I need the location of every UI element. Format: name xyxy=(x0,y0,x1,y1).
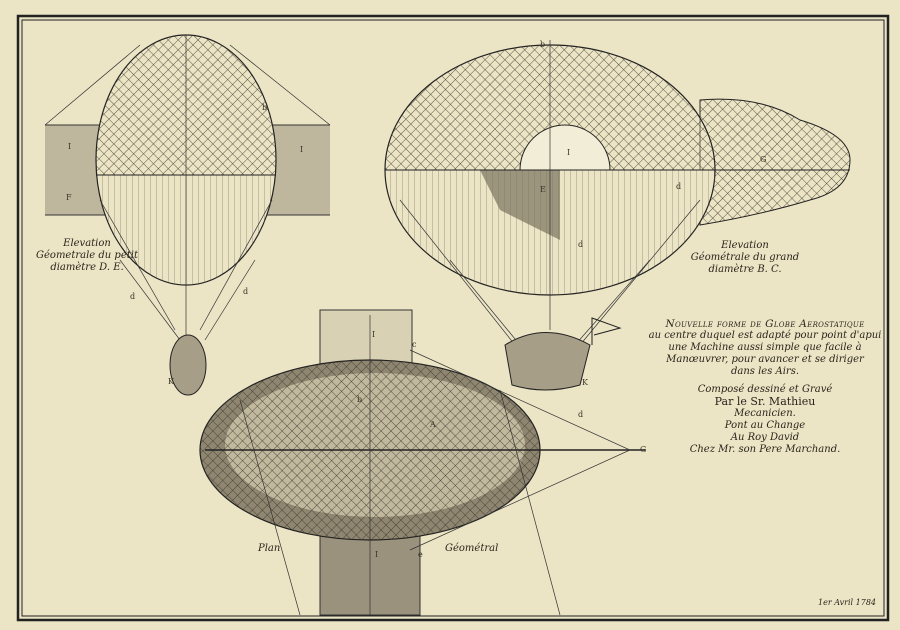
letter-label: K xyxy=(168,377,174,386)
left-caption: Elevation Géometrale du petit diamètre D… xyxy=(22,238,152,274)
caption-line: Elevation xyxy=(721,240,769,251)
plan-caption-left: Plan xyxy=(258,543,281,554)
title-line: au centre duquel est adapté pour point d… xyxy=(648,330,882,341)
title-block: Nouvelle forme de Globe Aerostatique au … xyxy=(645,318,885,456)
letter-label: I xyxy=(300,145,304,154)
letter-label: A xyxy=(430,420,436,429)
plan-caption-right: Géométral xyxy=(445,543,499,554)
letter-label: I xyxy=(68,142,72,151)
letter-label: b xyxy=(357,395,363,404)
plate-border-inner xyxy=(21,19,885,617)
plate-border-outer xyxy=(16,14,890,622)
letter-label: d xyxy=(578,410,584,419)
author-detail: Pont au Change xyxy=(724,420,806,431)
letter-label: G xyxy=(760,155,767,164)
letter-label: d xyxy=(243,287,249,296)
letter-label: d xyxy=(130,292,136,301)
author-detail: Chez Mr. son Pere Marchand. xyxy=(689,444,841,455)
title-line: une Machine aussi simple que facile à xyxy=(668,342,862,353)
letter-label: d xyxy=(578,240,584,249)
letter-label: b xyxy=(262,103,268,112)
caption-line: Géométrale du grand xyxy=(690,252,800,263)
letter-label: c xyxy=(412,340,417,349)
title-line: dans les Airs. xyxy=(730,366,800,377)
letter-label: I xyxy=(372,330,376,339)
letter-label: d xyxy=(676,182,682,191)
letter-label: I xyxy=(375,550,379,559)
caption-line: diamètre D. E. xyxy=(50,262,124,273)
letter-label: G xyxy=(640,445,647,454)
caption-line: diamètre B. C. xyxy=(708,264,782,275)
letter-label: I xyxy=(567,148,571,157)
author-detail: Mecanicien. xyxy=(734,408,796,419)
letter-label: K xyxy=(582,378,588,387)
letter-label: E xyxy=(540,185,546,194)
author-line: Par le Sr. Mathieu xyxy=(714,395,816,408)
caption-line: Elevation xyxy=(63,238,111,249)
date-inscription: 1er Avril 1784 xyxy=(818,598,877,607)
balloon-elevation-small-diameter xyxy=(44,34,331,396)
caption-line: Géometrale du petit xyxy=(36,250,138,261)
title-line: Manœuvrer, pour avancer et se diriger xyxy=(666,354,864,365)
credit-line: Composé dessiné et Gravé xyxy=(697,384,833,395)
letter-label: e xyxy=(418,550,423,559)
letter-label: F xyxy=(66,193,72,202)
plate-title: Nouvelle forme de Globe Aerostatique xyxy=(665,318,865,330)
author-detail: Au Roy David xyxy=(730,432,800,443)
letter-label: b xyxy=(540,40,546,49)
right-caption: Elevation Géométrale du grand diamètre B… xyxy=(690,240,800,276)
balloon-plan-view xyxy=(199,309,645,616)
